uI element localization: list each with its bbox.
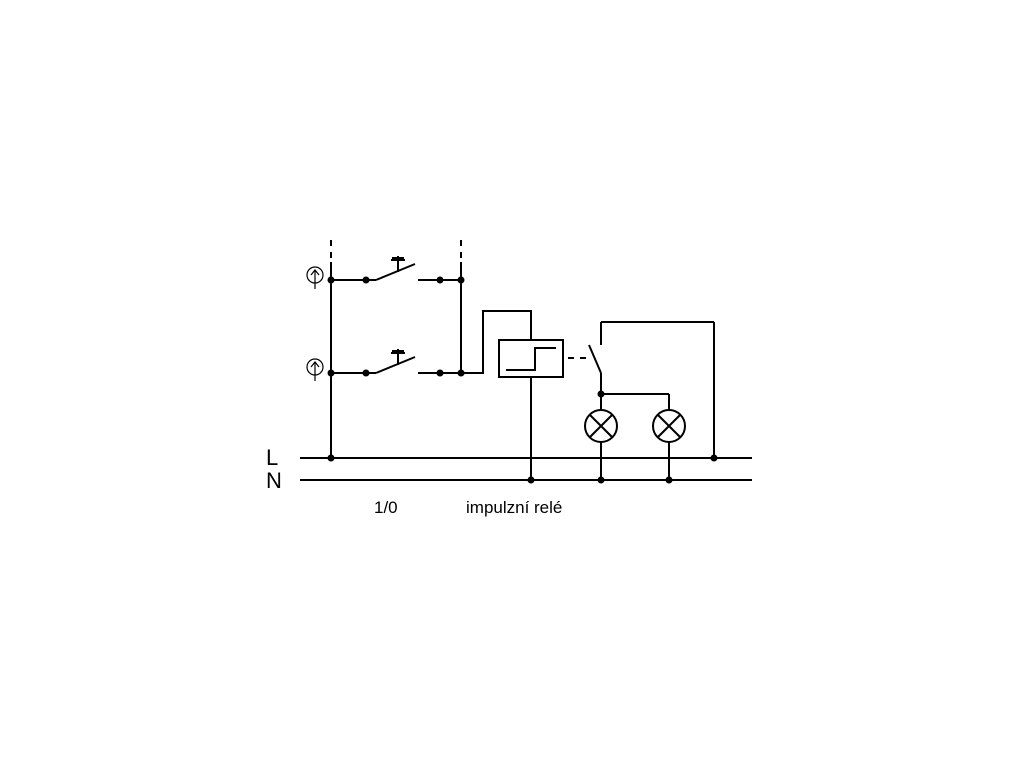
relay-contact-switch	[588, 321, 718, 462]
relay-feed-wire	[461, 310, 532, 374]
left-feed-bus	[327, 240, 335, 462]
lamp-icon-1	[584, 394, 618, 484]
rail-N-label: N	[266, 468, 282, 493]
impulse-relay-coil-icon	[498, 339, 564, 484]
lamp-icon-2	[652, 394, 686, 484]
rail-L-label: L	[266, 445, 278, 470]
glow-lamp-icon-1	[306, 266, 324, 289]
power-rails: L N	[266, 445, 752, 493]
pushbutton-switch-1	[327, 256, 465, 284]
pushbutton-switch-2	[327, 349, 465, 377]
caption-switch-type: 1/0	[374, 498, 398, 517]
caption-relay-type: impulzní relé	[466, 498, 562, 517]
glow-lamp-icon-2	[306, 358, 324, 381]
